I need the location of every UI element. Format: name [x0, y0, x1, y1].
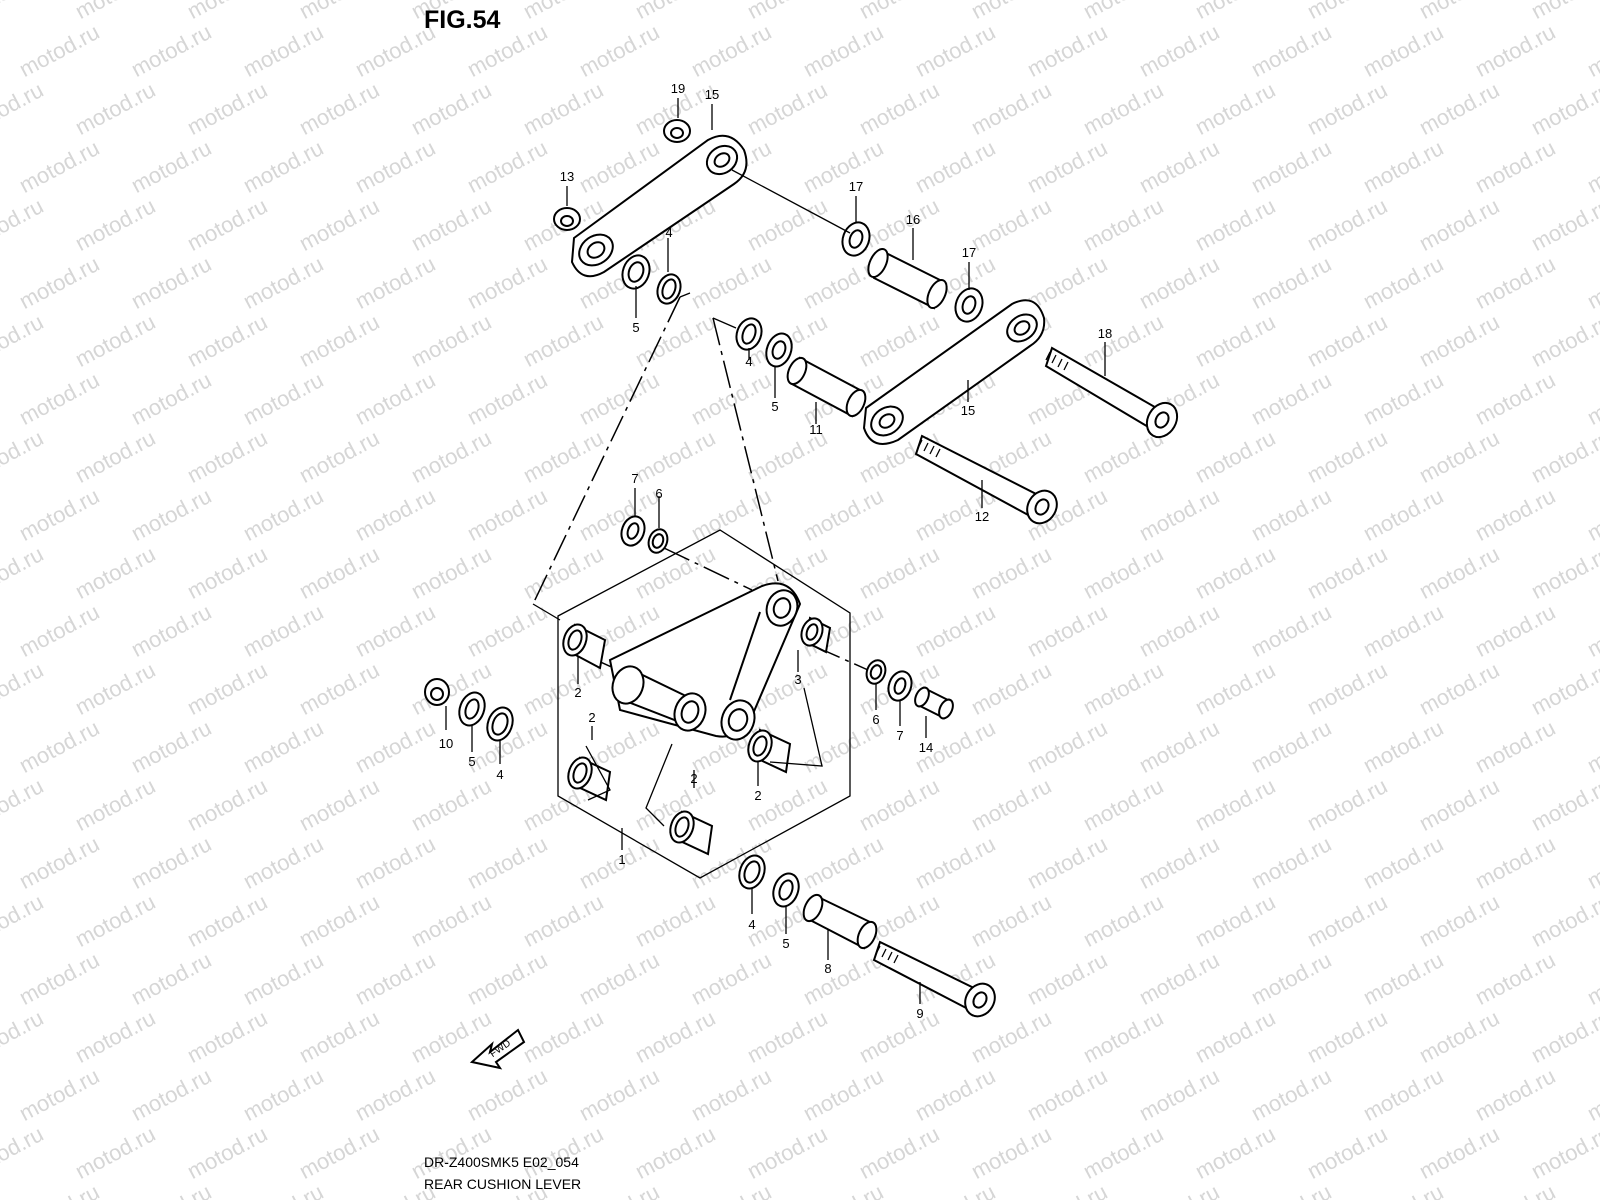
callout-3: 3 — [794, 672, 801, 687]
callout-2-c: 2 — [690, 771, 697, 786]
bolt-18 — [1044, 346, 1179, 439]
callout-5-d: 5 — [782, 936, 789, 951]
callout-12: 12 — [975, 509, 989, 524]
sleeve-16 — [867, 247, 948, 310]
callout-4-a: 4 — [665, 225, 672, 240]
bearing-3 — [800, 616, 832, 654]
washer-7-upper — [620, 515, 646, 547]
callout-8: 8 — [824, 961, 831, 976]
seal-4-upper — [656, 273, 682, 305]
sleeve-8 — [802, 893, 878, 950]
nut-19 — [663, 119, 691, 143]
callout-2-a: 2 — [574, 685, 581, 700]
callout-5-a: 5 — [632, 320, 639, 335]
callout-7-a: 7 — [631, 471, 638, 486]
callout-4-c: 4 — [496, 767, 503, 782]
figure-title: FIG.54 — [424, 6, 501, 34]
lever-assembly-frame — [557, 529, 851, 879]
callout-6-b: 6 — [872, 712, 879, 727]
callout-5-b: 5 — [771, 399, 778, 414]
callout-4-d: 4 — [748, 917, 755, 932]
callout-9: 9 — [916, 1006, 923, 1021]
washer-5-upper — [621, 254, 651, 290]
callout-leaders — [445, 98, 1106, 1004]
bearing-2-c — [747, 728, 792, 774]
callout-numbers: 19 15 13 17 16 4 17 5 4 18 5 15 11 12 7 … — [439, 81, 1112, 1021]
nut-10 — [424, 678, 450, 706]
callout-17-a: 17 — [849, 179, 863, 194]
fwd-arrow: FWD — [469, 1028, 526, 1070]
sleeve-11 — [786, 356, 867, 418]
callout-15-top: 15 — [705, 87, 719, 102]
callout-6-a: 6 — [655, 486, 662, 501]
callout-15-bottom: 15 — [961, 403, 975, 418]
bearing-guides — [585, 687, 823, 827]
callout-2-b: 2 — [588, 710, 595, 725]
callout-11: 11 — [809, 422, 823, 437]
figure-caption: REAR CUSHION LEVER — [424, 1176, 582, 1192]
nut-13 — [553, 207, 581, 231]
callout-17-b: 17 — [962, 245, 976, 260]
washer-17-lower — [954, 287, 984, 323]
sleeve-14 — [914, 686, 954, 720]
washer-5-middle — [765, 332, 793, 368]
washer-5-left — [458, 691, 486, 727]
callout-7-b: 7 — [896, 728, 903, 743]
seal-4-middle — [735, 317, 763, 351]
washer-5-bottom — [772, 872, 800, 908]
bearing-2-d — [669, 810, 714, 856]
bolt-9 — [872, 940, 996, 1018]
callout-10: 10 — [439, 736, 453, 751]
callout-1: 1 — [618, 852, 625, 867]
seal-6-upper — [647, 528, 669, 554]
callout-13: 13 — [560, 169, 574, 184]
leader-axis-top — [731, 169, 851, 234]
callout-14: 14 — [919, 740, 933, 755]
callout-4-b: 4 — [745, 354, 752, 369]
bearing-2-b — [567, 756, 612, 802]
callout-18: 18 — [1098, 326, 1112, 341]
washer-7-right — [887, 670, 913, 702]
washer-17-upper — [841, 221, 871, 257]
seal-6-right — [865, 659, 887, 685]
callout-16: 16 — [906, 212, 920, 227]
seal-4-bottom — [738, 854, 766, 890]
callout-2-d: 2 — [754, 788, 761, 803]
cushion-lever — [608, 582, 802, 741]
callout-19: 19 — [671, 81, 685, 96]
link-rod-lower — [862, 299, 1046, 445]
bearing-2-a — [562, 623, 607, 670]
seal-4-left — [486, 706, 514, 742]
link-rod-upper — [570, 134, 748, 278]
bolt-12 — [914, 434, 1058, 525]
callout-5-c: 5 — [468, 754, 475, 769]
model-code: DR-Z400SMK5 E02_054 — [424, 1154, 579, 1170]
